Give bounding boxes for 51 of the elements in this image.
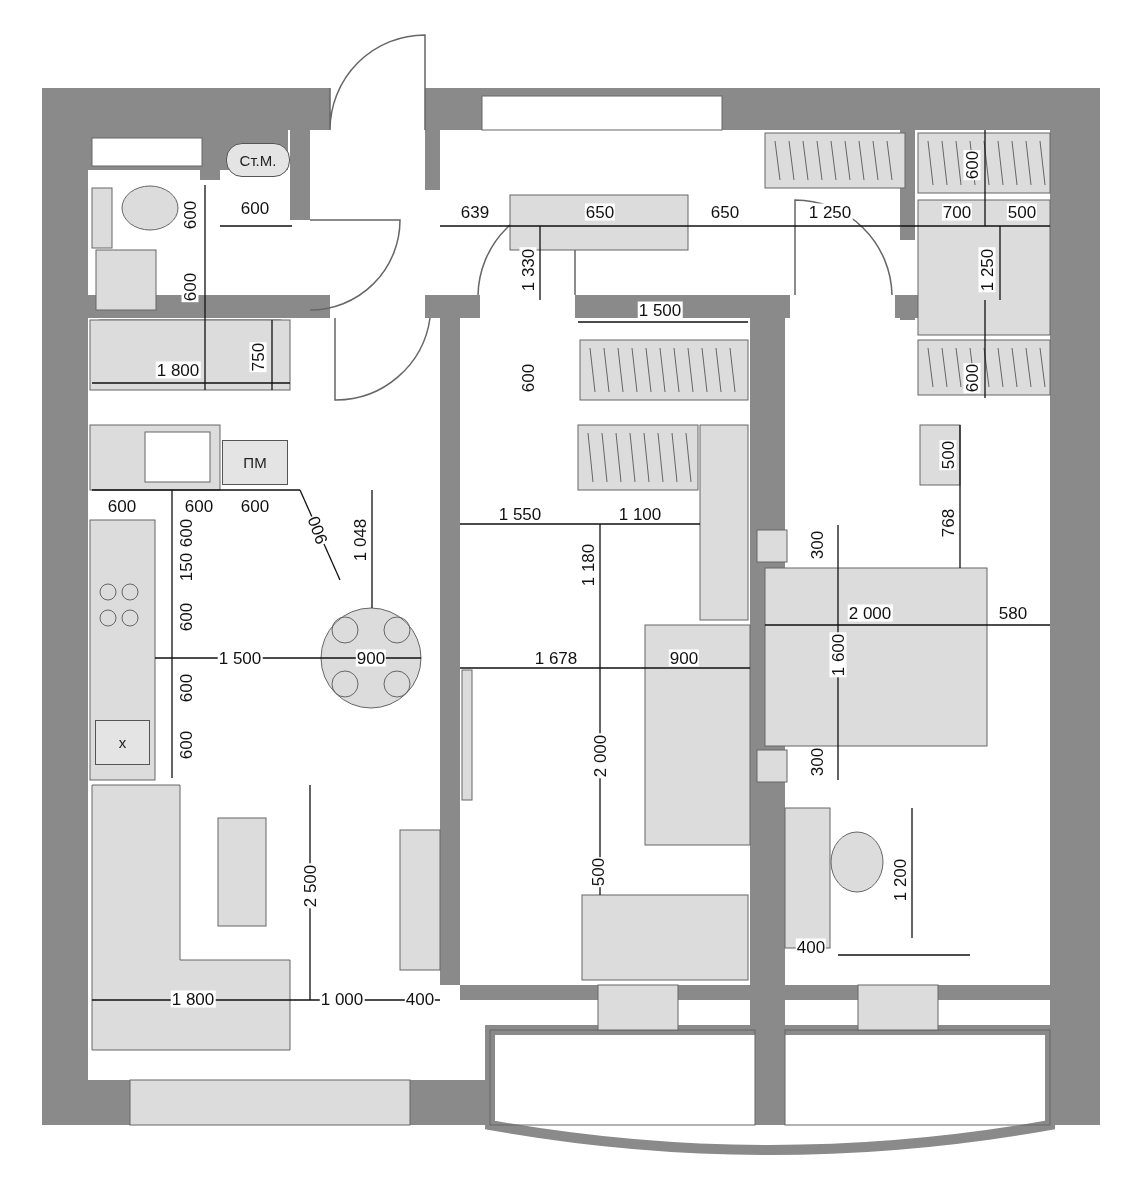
dimension-label: 580 bbox=[997, 604, 1029, 622]
dimension-label: 1 250 bbox=[978, 247, 996, 293]
dimension-label: 600 bbox=[239, 497, 271, 515]
dimension-label: 650 bbox=[709, 203, 741, 221]
dimension-label: 500 bbox=[589, 856, 607, 888]
dimension-label: 500 bbox=[1006, 203, 1038, 221]
dimension-label: 600 bbox=[177, 672, 195, 704]
dimension-label: 650 bbox=[584, 203, 616, 221]
dimension-label: 700 bbox=[941, 203, 973, 221]
dimension-label: 639 bbox=[459, 203, 491, 221]
dimension-label: 1 048 bbox=[351, 517, 369, 563]
dimension-label: 1 330 bbox=[519, 247, 537, 293]
dimension-label: 300 bbox=[808, 529, 826, 561]
dimension-label: 150 bbox=[177, 551, 195, 583]
dimension-label: 1 500 bbox=[217, 649, 263, 667]
dimension-label: 1 000 bbox=[319, 990, 365, 1008]
dimension-label: 1 250 bbox=[807, 203, 853, 221]
dimension-label: 1 180 bbox=[579, 542, 597, 588]
dimension-label: 2 000 bbox=[847, 604, 893, 622]
dimension-label: 900 bbox=[668, 649, 700, 667]
dimension-label: 600 bbox=[177, 729, 195, 761]
dimension-label: 600 bbox=[963, 362, 981, 394]
dimension-label: 1 600 bbox=[829, 632, 847, 678]
dimension-label: 1 550 bbox=[497, 505, 543, 523]
dimension-label: 600 bbox=[963, 149, 981, 181]
dimension-label: 1 500 bbox=[637, 301, 683, 319]
appliance-box: х bbox=[95, 720, 150, 765]
dimension-label: 2 500 bbox=[301, 863, 319, 909]
dimension-label: 600 bbox=[519, 362, 537, 394]
dimension-label: 500 bbox=[939, 439, 957, 471]
dimension-label: 300 bbox=[808, 746, 826, 778]
dimension-label: 400 bbox=[795, 938, 827, 956]
dimension-label: 600 bbox=[177, 517, 195, 549]
dimension-label: 2 000 bbox=[591, 733, 609, 779]
appliance-box: ПМ bbox=[222, 440, 288, 485]
dimension-label: 768 bbox=[939, 507, 957, 539]
dimension-label: 1 678 bbox=[533, 649, 579, 667]
dimension-label: 600 bbox=[181, 271, 199, 303]
dimension-label: 600 bbox=[239, 199, 271, 217]
dimension-label: 1 200 bbox=[891, 857, 909, 903]
dimension-label: 600 bbox=[181, 199, 199, 231]
dimension-label: 1 100 bbox=[617, 505, 663, 523]
dimension-label: 600 bbox=[183, 497, 215, 515]
dimension-label: 1 800 bbox=[155, 361, 201, 379]
dimension-label: 600 bbox=[177, 601, 195, 633]
dimension-label: 900 bbox=[355, 649, 387, 667]
appliance-symbol: Ст.М. bbox=[226, 143, 290, 177]
dimension-label: 400 bbox=[404, 990, 436, 1008]
dimension-label: 1 800 bbox=[170, 990, 216, 1008]
dimension-label: 750 bbox=[249, 341, 267, 373]
dimension-label: 600 bbox=[106, 497, 138, 515]
